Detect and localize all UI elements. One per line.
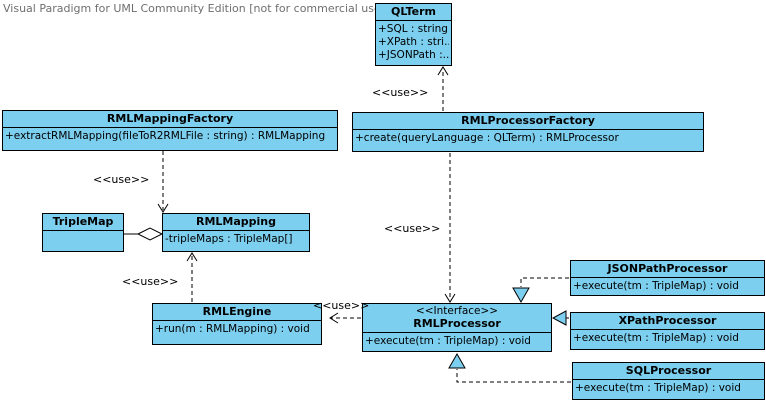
interface-rmlprocessor[interactable]: <<Interface>> RMLProcessor +execute(tm :… bbox=[362, 303, 552, 352]
class-xpathprocessor-name: XPathProcessor bbox=[571, 313, 764, 330]
interface-rmlprocessor-name: RMLProcessor bbox=[413, 317, 501, 330]
use-label-rmlprocessor-rmlengine: <<use>> bbox=[313, 299, 370, 312]
dependency-rmlprocessor-rmlengine[interactable] bbox=[329, 312, 361, 324]
operation: +execute(tm : TripleMap) : void bbox=[573, 280, 739, 292]
attribute: +SQL : string bbox=[378, 23, 448, 35]
class-jsonpathprocessor-name: JSONPathProcessor bbox=[571, 261, 764, 278]
class-rmlmappingfactory-name: RMLMappingFactory bbox=[3, 111, 337, 128]
class-xpathprocessor[interactable]: XPathProcessor +execute(tm : TripleMap) … bbox=[570, 312, 765, 350]
class-triplemap[interactable]: TripleMap bbox=[42, 213, 124, 252]
class-sqlprocessor[interactable]: SQLProcessor +execute(tm : TripleMap) : … bbox=[572, 362, 765, 400]
interface-stereotype: <<Interface>> bbox=[415, 305, 499, 317]
aggregation-rmlmapping-triplemap[interactable] bbox=[124, 227, 164, 241]
class-jsonpathprocessor[interactable]: JSONPathProcessor +execute(tm : TripleMa… bbox=[570, 260, 765, 296]
class-rmlengine[interactable]: RMLEngine +run(m : RMLMapping) : void bbox=[152, 303, 322, 345]
use-label-processorfactory-processor: <<use>> bbox=[384, 222, 441, 235]
operation: +extractRMLMapping(fileToR2RMLFile : str… bbox=[5, 130, 326, 142]
operation: +execute(tm : TripleMap) : void bbox=[573, 332, 739, 344]
class-qlterm-name: QLTerm bbox=[376, 4, 451, 21]
operation: +run(m : RMLMapping) : void bbox=[155, 323, 310, 335]
class-rmlprocessorfactory[interactable]: RMLProcessorFactory +create(queryLanguag… bbox=[352, 112, 704, 152]
realization-jsonpathprocessor-rmlprocessor[interactable] bbox=[512, 277, 569, 304]
attribute: +XPath : stri... bbox=[378, 36, 449, 48]
use-label-rmlengine-rmlmapping: <<use>> bbox=[122, 275, 179, 288]
operation: +create(queryLanguage : QLTerm) : RMLPro… bbox=[355, 132, 619, 144]
dependency-rmlprocessorfactory-qlterm[interactable] bbox=[437, 66, 449, 111]
class-rmlmapping-name: RMLMapping bbox=[163, 214, 309, 231]
operation: +execute(tm : TripleMap) : void bbox=[575, 382, 741, 394]
class-rmlmapping[interactable]: RMLMapping -tripleMaps : TripleMap[] bbox=[162, 213, 310, 252]
dependency-rmlmappingfactory-rmlmapping[interactable] bbox=[157, 151, 169, 213]
class-rmlengine-name: RMLEngine bbox=[153, 304, 321, 321]
visual-paradigm-watermark: Visual Paradigm for UML Community Editio… bbox=[3, 2, 386, 15]
attribute: +JSONPath :... bbox=[378, 49, 449, 61]
class-sqlprocessor-name: SQLProcessor bbox=[573, 363, 764, 380]
use-label-processorfactory-qlterm: <<use>> bbox=[372, 86, 429, 99]
realization-sqlprocessor-rmlprocessor[interactable] bbox=[448, 352, 571, 383]
class-rmlprocessorfactory-name: RMLProcessorFactory bbox=[353, 113, 703, 130]
dependency-rmlengine-rmlmapping[interactable] bbox=[186, 252, 198, 302]
use-label-mappingfactory-rmlmapping: <<use>> bbox=[93, 173, 150, 186]
dependency-rmlprocessorfactory-rmlprocessor[interactable] bbox=[444, 153, 456, 303]
class-qlterm[interactable]: QLTerm +SQL : string +XPath : stri... +J… bbox=[375, 3, 452, 66]
class-rmlmappingfactory[interactable]: RMLMappingFactory +extractRMLMapping(fil… bbox=[2, 110, 338, 151]
class-triplemap-name: TripleMap bbox=[43, 214, 123, 231]
interface-rmlprocessor-title: <<Interface>> RMLProcessor bbox=[363, 304, 551, 333]
realization-xpathprocessor-rmlprocessor[interactable] bbox=[551, 310, 569, 326]
operation: +execute(tm : TripleMap) : void bbox=[365, 335, 531, 347]
attribute: -tripleMaps : TripleMap[] bbox=[165, 233, 293, 245]
